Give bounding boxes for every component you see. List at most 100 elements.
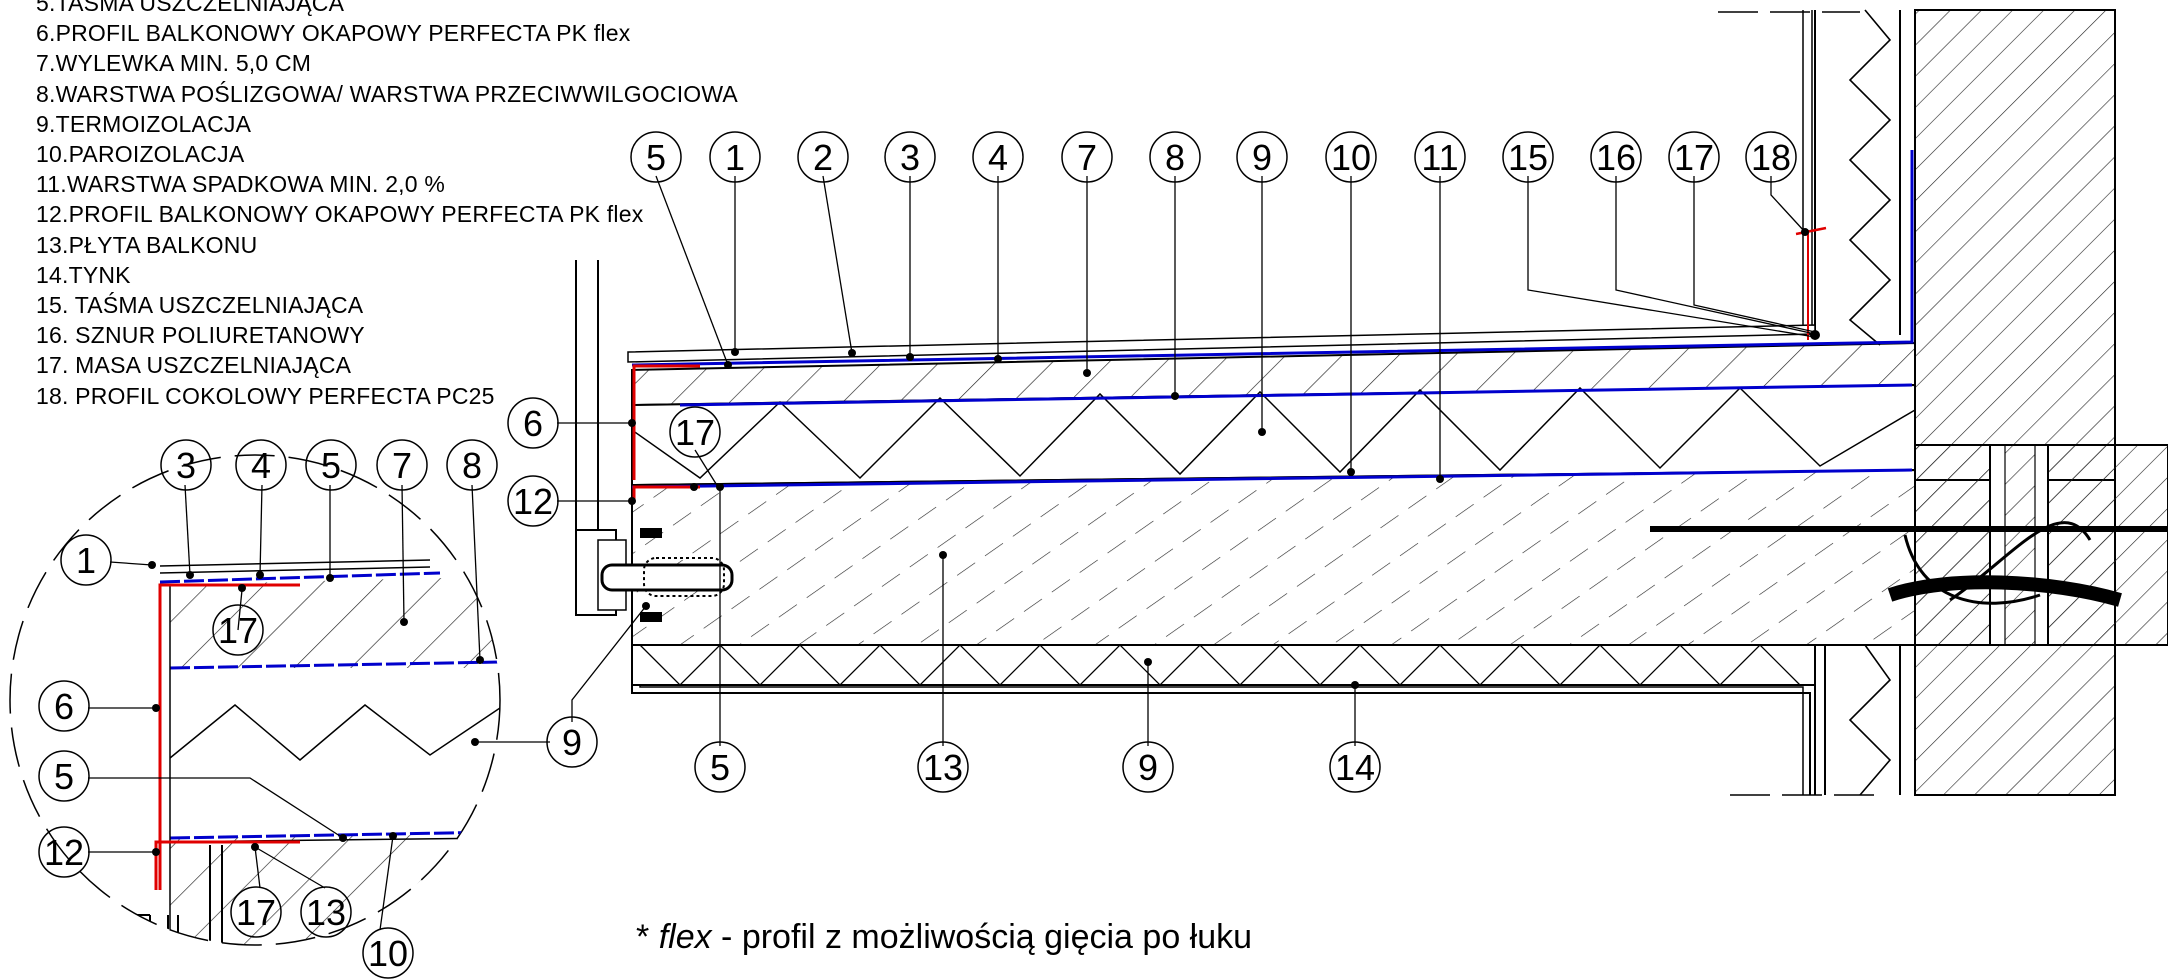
callout-main-top-10: 11 — [1414, 131, 1466, 183]
detail-view: 3 4 5 7 8 1 17 6 9 5 12 17 13 10 — [9, 439, 598, 979]
callout-main-left-1: 6 — [507, 397, 559, 449]
callout-main-top-7: 8 — [1149, 131, 1201, 183]
svg-text:5: 5 — [710, 747, 730, 788]
callout-main-top-13: 17 — [1668, 131, 1720, 183]
svg-text:8: 8 — [462, 445, 482, 486]
main-section: 5 1 2 3 4 7 8 9 10 11 15 16 17 18 6 17 1… — [507, 9, 2168, 796]
callout-main-top-4: 3 — [884, 131, 936, 183]
callout-detail-11: 12 — [38, 826, 90, 878]
svg-text:1: 1 — [76, 540, 96, 581]
svg-text:6: 6 — [54, 686, 74, 727]
svg-text:14: 14 — [1335, 747, 1375, 788]
callout-detail-6: 1 — [60, 534, 112, 586]
callout-main-top-14: 18 — [1745, 131, 1797, 183]
callout-detail-14: 10 — [362, 927, 414, 979]
callout-main-top-9: 10 — [1325, 131, 1377, 183]
legend-item: 14.TYNK — [36, 261, 131, 288]
balcony-slab — [631, 468, 1916, 646]
callout-main-bottom-2: 13 — [917, 741, 969, 793]
svg-text:17: 17 — [236, 892, 276, 933]
legend-item: 6.PROFIL BALKONOWY OKAPOWY PERFECTA PK f… — [36, 20, 631, 47]
legend-item: 5.TAŚMA USZCZELNIAJĄCA — [36, 0, 345, 16]
svg-text:3: 3 — [900, 137, 920, 178]
callout-main-top-1: 5 — [630, 131, 682, 183]
svg-text:17: 17 — [218, 610, 258, 651]
footnote-flex: flex — [658, 918, 712, 956]
svg-text:7: 7 — [1077, 137, 1097, 178]
svg-text:10: 10 — [368, 933, 408, 974]
svg-text:9: 9 — [1138, 747, 1158, 788]
callout-detail-4: 7 — [376, 439, 428, 491]
legend-item: 15. TAŚMA USZCZELNIAJĄCA — [36, 292, 364, 319]
legend-item: 7.WYLEWKA MIN. 5,0 CM — [36, 50, 312, 77]
callout-main-left-3: 12 — [507, 475, 559, 527]
insulation-zigzag — [631, 386, 1916, 480]
svg-text:13: 13 — [306, 892, 346, 933]
callout-main-bottom-4: 14 — [1329, 741, 1381, 793]
footnote: * flex - profil z możliwością gięcia po … — [636, 918, 1252, 957]
callout-main-top-6: 7 — [1061, 131, 1113, 183]
callouts-main-top: 5 1 2 3 4 7 8 9 10 11 15 16 17 18 — [630, 131, 1797, 183]
svg-text:10: 10 — [1331, 137, 1371, 178]
svg-text:12: 12 — [44, 832, 84, 873]
callout-main-top-8: 9 — [1236, 131, 1288, 183]
callout-main-top-3: 2 — [797, 131, 849, 183]
svg-text:7: 7 — [392, 445, 412, 486]
callout-detail-13: 13 — [300, 886, 352, 938]
callouts-main-bottom: 5 13 9 14 — [694, 741, 1381, 793]
callout-detail-1: 3 — [160, 439, 212, 491]
callout-detail-8: 6 — [38, 680, 90, 732]
svg-text:11: 11 — [1421, 137, 1458, 178]
callout-detail-7: 17 — [212, 604, 264, 656]
svg-text:4: 4 — [988, 137, 1008, 178]
svg-text:16: 16 — [1596, 137, 1636, 178]
legend-item: 16. SZNUR POLIURETANOWY — [36, 322, 365, 349]
svg-text:17: 17 — [675, 412, 715, 453]
svg-text:3: 3 — [176, 445, 196, 486]
callout-main-bottom-1: 5 — [694, 741, 746, 793]
callout-main-top-11: 15 — [1502, 131, 1554, 183]
svg-text:2: 2 — [813, 137, 833, 178]
svg-text:6: 6 — [523, 403, 543, 444]
callout-detail-5: 8 — [446, 439, 498, 491]
legend-item: 12.PROFIL BALKONOWY OKAPOWY PERFECTA PK … — [36, 201, 644, 228]
legend-item: 13.PŁYTA BALKONU — [36, 231, 258, 258]
legend-item: 11.WARSTWA SPADKOWA MIN. 2,0 % — [36, 171, 446, 198]
svg-text:8: 8 — [1165, 137, 1185, 178]
callout-main-top-12: 16 — [1590, 131, 1642, 183]
callout-detail-3: 5 — [305, 439, 357, 491]
legend-item: 17. MASA USZCZELNIAJĄCA — [36, 352, 352, 379]
svg-text:17: 17 — [1674, 137, 1714, 178]
callout-main-left-2: 17 — [669, 406, 721, 458]
profile-pk-flex-top — [632, 364, 700, 480]
callout-detail-2: 4 — [235, 439, 287, 491]
svg-text:12: 12 — [513, 481, 553, 522]
footnote-text: - profil z możliwością gięcia po łuku — [711, 918, 1253, 956]
svg-text:9: 9 — [1252, 137, 1272, 178]
legend-item: 18. PROFIL COKOLOWY PERFECTA PC25 — [36, 382, 495, 409]
svg-text:1: 1 — [725, 137, 745, 178]
svg-text:18: 18 — [1751, 137, 1791, 178]
svg-text:13: 13 — [923, 747, 963, 788]
wall — [1914, 9, 2116, 796]
legend-item: 9.TERMOIZOLACJA — [36, 110, 252, 137]
membrane-top — [631, 150, 1914, 367]
svg-text:4: 4 — [251, 445, 271, 486]
footnote-star: * — [636, 918, 650, 956]
anchor — [600, 563, 734, 592]
legend-list: 5.TAŚMA USZCZELNIAJĄCA 6.PROFIL BALKONOW… — [36, 0, 738, 411]
callout-main-bottom-3: 9 — [1122, 741, 1174, 793]
svg-text:5: 5 — [646, 137, 666, 178]
wall-insulation-zigzag — [1848, 9, 1892, 346]
svg-text:9: 9 — [562, 722, 582, 763]
svg-text:5: 5 — [321, 445, 341, 486]
callout-detail-9: 9 — [546, 716, 598, 768]
svg-text:5: 5 — [54, 756, 74, 797]
callouts-main-left: 6 17 12 — [507, 397, 721, 527]
callout-main-top-5: 4 — [972, 131, 1024, 183]
callout-main-top-2: 1 — [709, 131, 761, 183]
callout-detail-12: 17 — [230, 886, 282, 938]
legend-item: 8.WARSTWA POŚLIZGOWA/ WARSTWA PRZECIWWIL… — [36, 80, 738, 107]
legend-item: 10.PAROIZOLACJA — [36, 141, 245, 168]
